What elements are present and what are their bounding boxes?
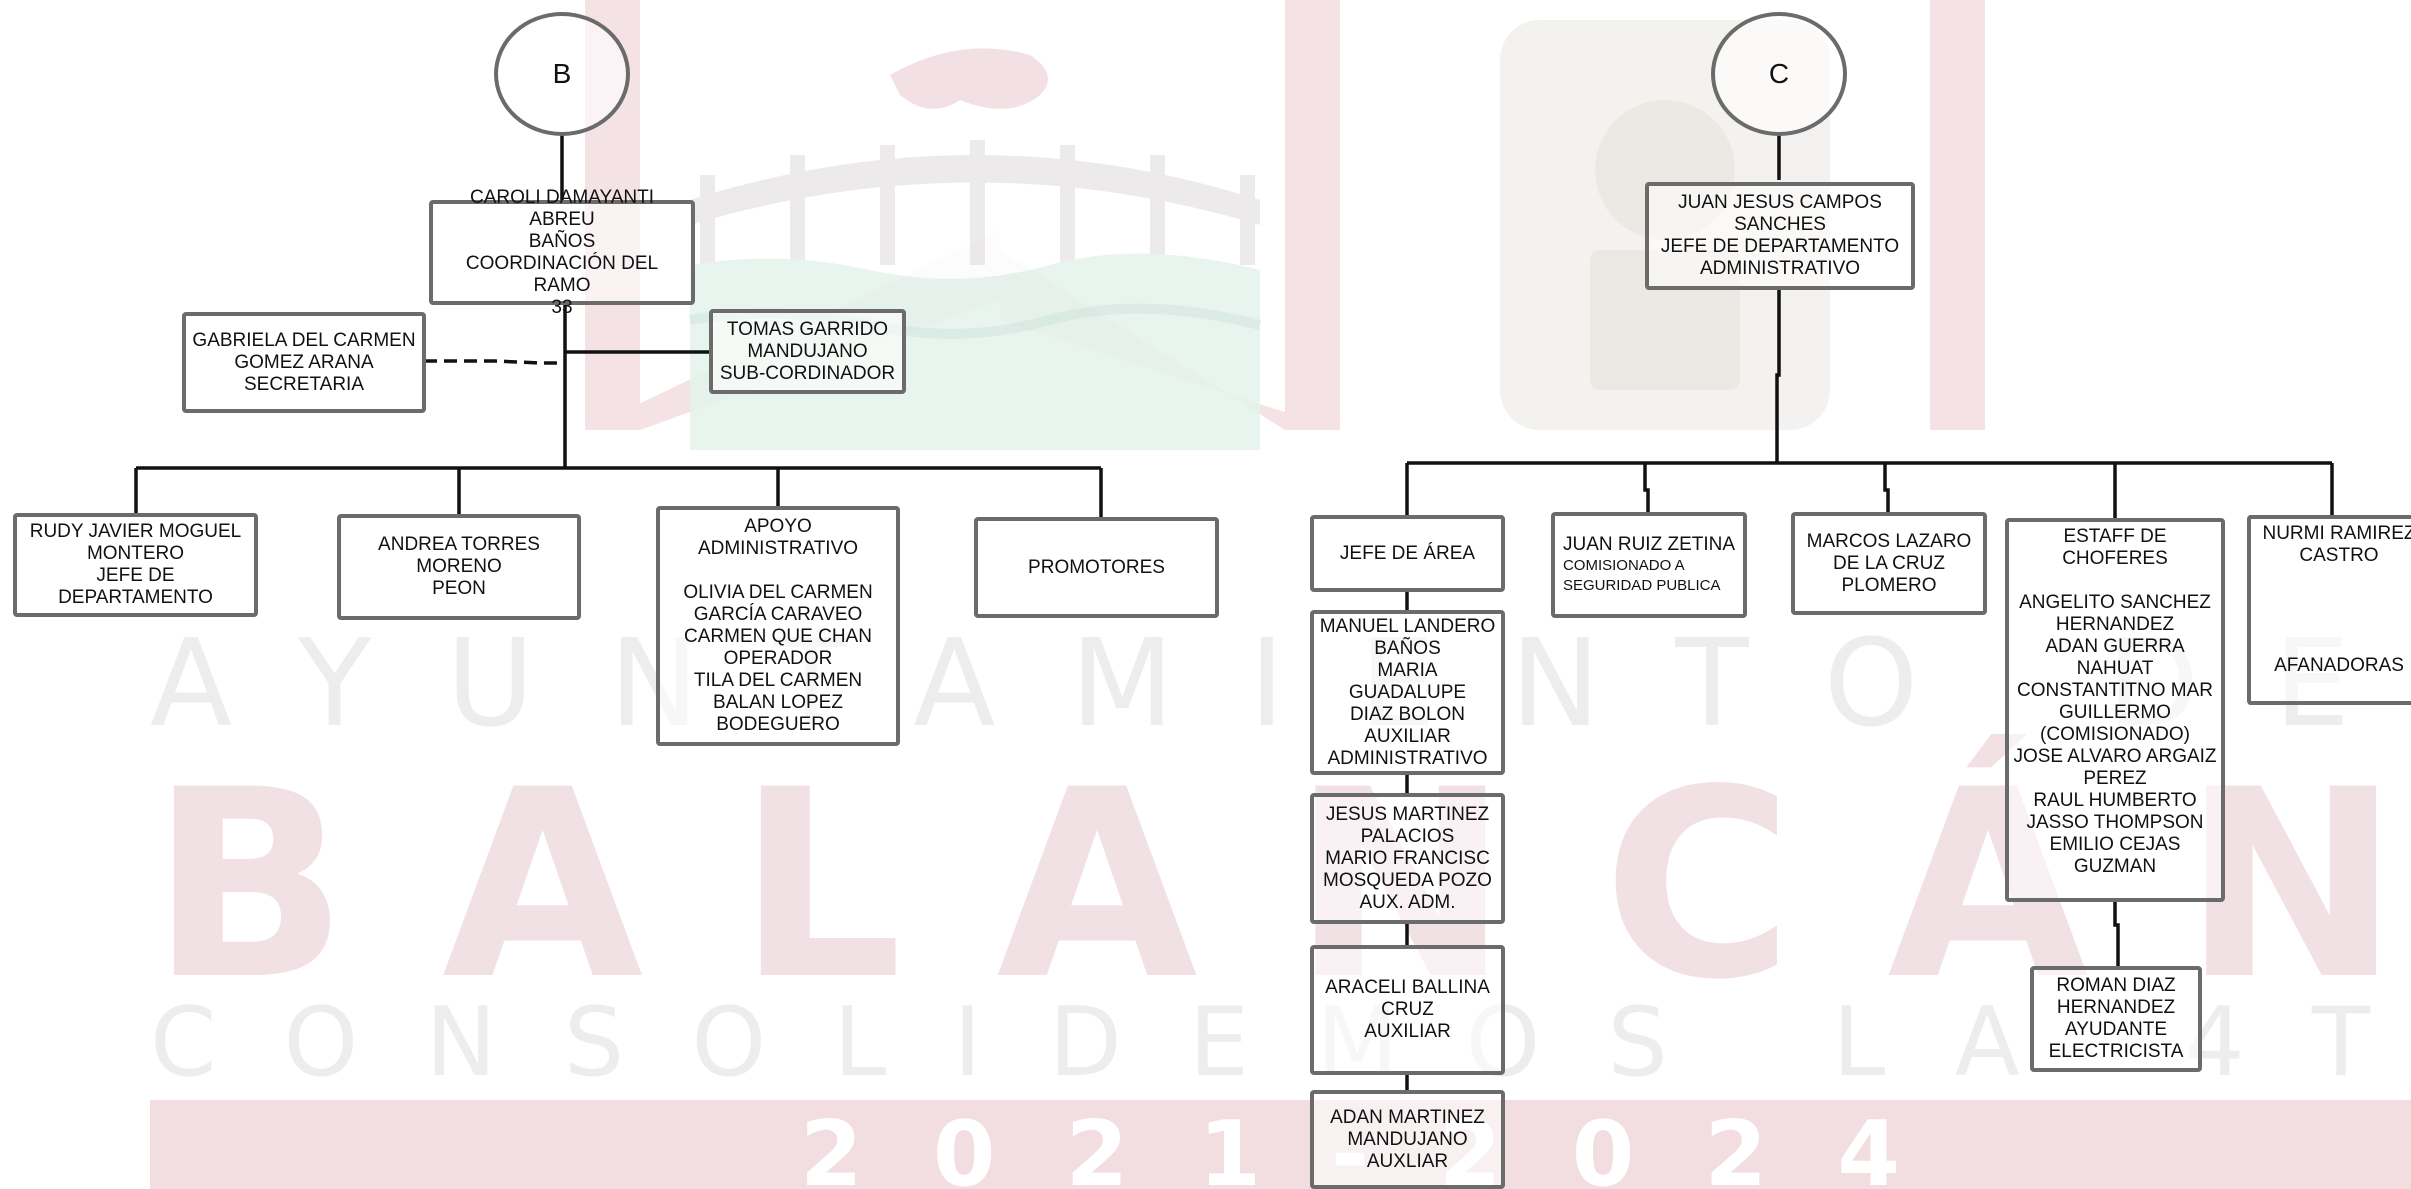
node-araceli-auxiliar: ARACELI BALLINA CRUZ AUXILIAR xyxy=(1310,945,1505,1075)
section-c-circle: C xyxy=(1711,12,1847,136)
node-rudy-jefe-departamento: RUDY JAVIER MOGUEL MONTERO JEFE DE DEPAR… xyxy=(13,513,258,617)
node-tomas-subcoordinador: TOMAS GARRIDO MANDUJANO SUB-CORDINADOR xyxy=(709,309,906,394)
section-c-label: C xyxy=(1768,58,1790,89)
node-roman-ayudante-electricista: ROMAN DIAZ HERNANDEZ AYUDANTE ELECTRICIS… xyxy=(2030,966,2202,1072)
node-jefe-de-area: JEFE DE ÁREA xyxy=(1310,515,1505,592)
node-andrea-peon: ANDREA TORRES MORENO PEON xyxy=(337,514,581,620)
section-b-label: B xyxy=(552,58,572,89)
section-b-circle: B xyxy=(494,12,630,136)
node-manuel-auxiliar-administrativo: MANUEL LANDERO BAÑOS MARIA GUADALUPE DIA… xyxy=(1310,610,1505,775)
node-juan-ruiz-comisionado: JUAN RUIZ ZETINA COMISIONADO A SEGURIDAD… xyxy=(1551,512,1747,618)
node-nurmi-afanadoras: NURMI RAMIREZ CASTRO AFANADORAS xyxy=(2247,515,2411,705)
node-gabriela-secretaria: GABRIELA DEL CARMEN GOMEZ ARANA SECRETAR… xyxy=(182,312,426,413)
node-marcos-plomero: MARCOS LAZARO DE LA CRUZ PLOMERO xyxy=(1791,512,1987,615)
node-jesus-aux-adm: JESUS MARTINEZ PALACIOS MARIO FRANCISC M… xyxy=(1310,793,1505,924)
node-adan-auxiliar: ADAN MARTINEZ MANDUJANO AUXLIAR xyxy=(1310,1090,1505,1189)
node-estaff-choferes: ESTAFF DE CHOFERES ANGELITO SANCHEZ HERN… xyxy=(2005,518,2225,902)
node-promotores: PROMOTORES xyxy=(974,517,1219,618)
node-caroli-coordinacion: CAROLI DAMAYANTI ABREU BAÑOS COORDINACIÓ… xyxy=(429,187,695,318)
node-juan-jesus-jefe-departamento: JUAN JESUS CAMPOS SANCHES JEFE DE DEPART… xyxy=(1645,182,1915,290)
node-apoyo-administrativo: APOYO ADMINISTRATIVO OLIVIA DEL CARMEN G… xyxy=(656,506,900,746)
